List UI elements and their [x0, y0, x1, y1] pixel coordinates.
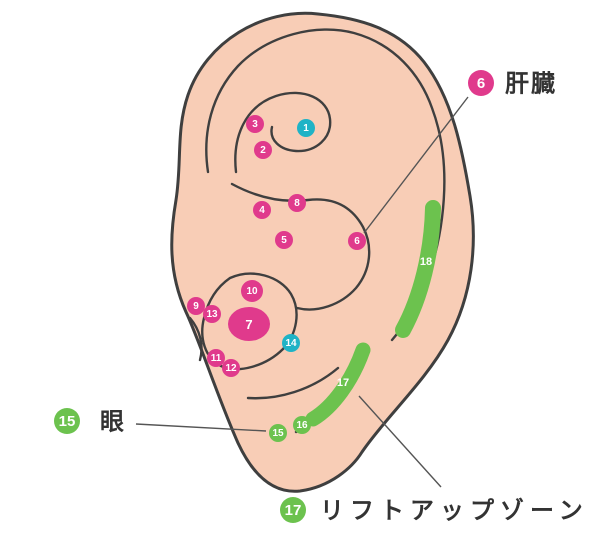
point-15	[269, 424, 287, 442]
point-5	[275, 231, 293, 249]
point-number-1: 1	[303, 123, 309, 134]
annotation-badge-number-17: 17	[285, 502, 302, 519]
zone-18	[395, 200, 441, 338]
annotation-badge-number-15: 15	[59, 413, 76, 430]
point-number-7: 7	[245, 317, 252, 332]
point-number-6: 6	[354, 236, 360, 247]
point-number-2: 2	[260, 145, 266, 156]
annotation-badge-17	[280, 497, 306, 523]
zone-17	[305, 342, 371, 427]
point-8	[288, 194, 306, 212]
crus-spiral-line	[234, 91, 332, 174]
point-number-9: 9	[193, 301, 199, 312]
annotation-label-17: リフトアップゾーン	[320, 497, 589, 525]
point-1	[297, 119, 315, 137]
point-6	[348, 232, 366, 250]
point-number-8: 8	[294, 198, 300, 209]
point-number-16: 16	[296, 420, 308, 431]
tragus-line	[188, 316, 203, 362]
antitragus-line	[246, 366, 340, 400]
annotation-badge-15	[54, 408, 80, 434]
point-number-11: 11	[211, 353, 222, 364]
antihelix-line	[230, 182, 371, 311]
point-4	[253, 201, 271, 219]
ear-outline	[170, 11, 475, 493]
point-11	[207, 349, 225, 367]
point-number-4: 4	[259, 205, 265, 216]
point-number-5: 5	[281, 235, 287, 246]
point-9	[187, 297, 205, 315]
point-16	[293, 416, 311, 434]
point-number-12: 12	[225, 363, 237, 374]
annotation-label-15: 眼	[100, 409, 124, 436]
annotation-label-6: 肝臓	[505, 71, 557, 98]
point-13	[203, 305, 221, 323]
connectors-layer	[135, 96, 469, 488]
annotation-badge-6	[468, 70, 494, 96]
point-number-10: 10	[246, 286, 258, 297]
connector-line-1	[363, 96, 469, 234]
point-number-13: 13	[206, 309, 218, 320]
connector-line-3	[358, 395, 442, 488]
point-7	[228, 307, 270, 341]
point-number-14: 14	[285, 338, 297, 349]
zone-number-18: 18	[420, 256, 432, 268]
point-number-15: 15	[272, 428, 284, 439]
point-12	[222, 359, 240, 377]
point-number-3: 3	[252, 119, 258, 130]
connector-line-2	[135, 423, 267, 432]
zone-number-17: 17	[337, 377, 349, 389]
annotation-badge-number-6: 6	[477, 75, 485, 92]
point-2	[254, 141, 272, 159]
point-3	[246, 115, 264, 133]
point-14	[282, 334, 300, 352]
point-10	[241, 280, 263, 302]
